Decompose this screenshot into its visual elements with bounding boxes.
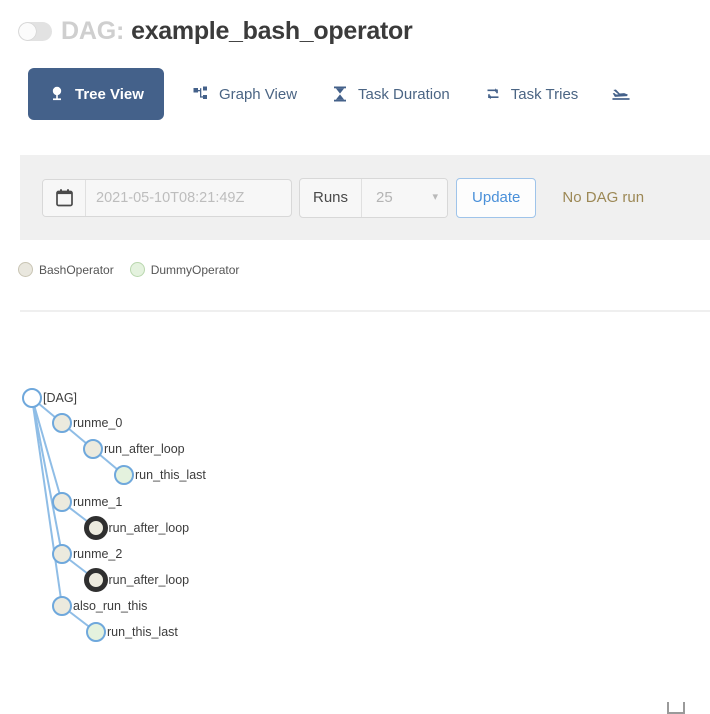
tab-task-duration[interactable]: Task Duration [331, 68, 450, 120]
tree-node-circle[interactable] [52, 492, 72, 512]
runs-group: Runs 25 ▾ [299, 177, 449, 218]
tree-node-label: run_after_loop [108, 521, 190, 535]
tree-node-circle[interactable] [114, 465, 134, 485]
section-divider [20, 310, 710, 312]
tree-node-label: [DAG] [43, 391, 78, 405]
runs-count-select[interactable]: 25 ▾ [362, 178, 448, 217]
update-button[interactable]: Update [456, 177, 537, 218]
tree-node-circle[interactable] [84, 568, 108, 592]
bracket-mark-icon [667, 702, 685, 714]
graph-nodes-icon [192, 85, 210, 103]
tree-node-label: runme_0 [73, 416, 123, 430]
tree-node-circle[interactable] [84, 516, 108, 540]
runs-label: Runs [300, 178, 363, 217]
legend-item-dummyoperator: DummyOperator [129, 262, 240, 277]
date-picker-group [42, 178, 292, 217]
toggle-switch-off-icon [19, 22, 36, 40]
tree-node-circle[interactable] [52, 596, 72, 616]
tab-graph-view[interactable]: Graph View [192, 68, 297, 120]
tab-task-duration-label: Task Duration [358, 85, 450, 103]
tab-task-tries-label: Task Tries [510, 85, 579, 103]
status-message: No DAG run [562, 189, 645, 206]
tree-node-label: runme_1 [73, 495, 123, 509]
legend-item-label: DummyOperator [150, 262, 240, 277]
tree-node-circle[interactable] [83, 439, 103, 459]
execution-date-input[interactable] [86, 179, 291, 216]
tab-landing-times[interactable] [612, 68, 639, 120]
tab-task-tries[interactable]: Task Tries [484, 68, 579, 120]
tree-node-label: run_after_loop [104, 442, 185, 456]
view-tabs: Tree View Graph View Task Duration [0, 68, 710, 120]
tree-node-circle[interactable] [22, 388, 42, 408]
tree-edge [31, 397, 63, 607]
tree-node-label: runme_2 [73, 547, 123, 561]
date-picker[interactable] [42, 178, 292, 217]
runs-count-value: 25 [376, 189, 393, 206]
tree-node-label: run_this_last [135, 468, 206, 482]
legend-item-bashoperator: BashOperator [18, 262, 114, 277]
page-title: example_bash_operator [131, 16, 413, 45]
tree-node-circle[interactable] [52, 413, 72, 433]
run-controls-bar: Runs 25 ▾ Update No DAG run [20, 155, 710, 240]
tree-node-label: also_run_this [73, 599, 148, 613]
operator-legend: BashOperator DummyOperator [18, 262, 255, 277]
tree-node-circle[interactable] [86, 622, 106, 642]
tab-tree-view-label: Tree View [75, 85, 144, 103]
tree-node-circle[interactable] [52, 544, 72, 564]
legend-color-swatch [18, 262, 33, 277]
plane-landing-icon [612, 85, 630, 103]
tree-edge [31, 397, 63, 555]
chevron-down-icon: ▾ [432, 191, 439, 203]
tab-graph-view-label: Graph View [218, 85, 298, 103]
calendar-icon[interactable] [43, 179, 86, 216]
tree-node-label: run_after_loop [108, 573, 190, 587]
legend-color-swatch [129, 262, 145, 277]
tab-tree-view[interactable]: Tree View [28, 68, 164, 120]
tree-svg [22, 388, 134, 642]
dag-pause-toggle[interactable] [18, 21, 52, 41]
retry-arrows-icon [484, 85, 502, 103]
hourglass-icon [331, 85, 349, 103]
tree-node-label: run_this_last [107, 625, 178, 639]
tree-icon [48, 85, 66, 103]
dag-header: DAG: example_bash_operator [0, 0, 710, 46]
legend-item-label: BashOperator [39, 262, 114, 277]
dag-prefix-label: DAG: [61, 16, 125, 45]
tree-edge [31, 397, 63, 503]
